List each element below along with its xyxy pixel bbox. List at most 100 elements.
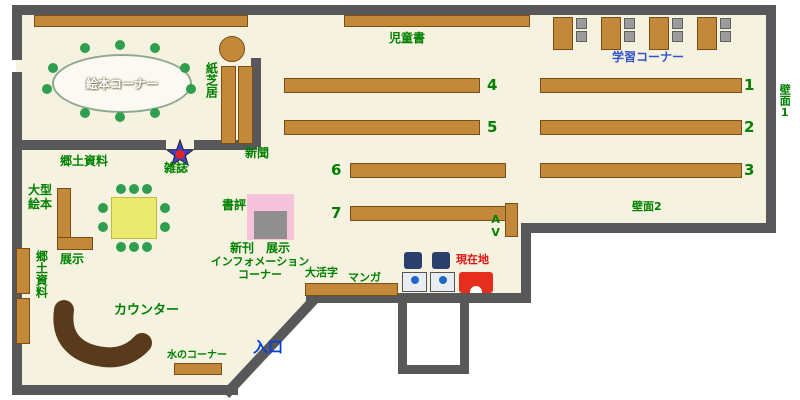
shelf-number-2: 2 — [744, 118, 755, 136]
chair-dot — [150, 108, 160, 118]
zasshi-label: 雑誌 — [164, 161, 189, 175]
shelf-number-1: 1 — [744, 76, 755, 94]
kyodo-left-label: 郷土資料 — [34, 250, 49, 298]
wall-lobby-bottom — [398, 365, 469, 374]
chair-dot — [98, 222, 108, 232]
wall-picture-room-divider-left — [12, 140, 166, 150]
daikatsuji-label: 大活字 — [305, 266, 338, 279]
manga-label: マンガ — [348, 271, 381, 284]
shelf-number-4: 4 — [487, 76, 498, 94]
chair-dot — [42, 84, 52, 94]
jidosho-label: 児童書 — [389, 31, 426, 45]
study-chair — [720, 18, 731, 29]
chair-dot — [129, 242, 139, 252]
shelf-number-3: 3 — [744, 161, 755, 179]
shelf-mizu-corner — [174, 363, 222, 375]
study-desk — [649, 17, 669, 50]
shelf-av — [505, 203, 518, 237]
chair-dot — [115, 112, 125, 122]
chair-dot — [186, 84, 196, 94]
opac-terminal — [430, 272, 455, 292]
chair-dot — [116, 184, 126, 194]
wall-picture-room-divider-right — [194, 140, 257, 150]
current-location-marker — [459, 272, 493, 293]
shelf-jidosho-top — [344, 15, 530, 27]
study-chair — [624, 18, 635, 29]
shohyo-label: 書評 — [222, 198, 247, 212]
wall-left-lower — [12, 72, 22, 395]
chair-dot — [115, 40, 125, 50]
wall-center-bottom — [306, 293, 531, 303]
shelf-row-6 — [350, 163, 506, 178]
shelf-row-3 — [540, 163, 742, 178]
study-chair — [672, 31, 683, 42]
wall-bottom — [12, 385, 238, 395]
chair-dot — [150, 43, 160, 53]
shelf-row-2 — [540, 120, 742, 135]
marker-dome — [470, 286, 482, 293]
shelf-row-4 — [284, 78, 480, 93]
study-corner-label: 学習コーナー — [612, 50, 685, 64]
wall-left-upper — [12, 5, 22, 60]
shelf-ogata-ehon — [57, 188, 71, 238]
round-stool — [219, 36, 245, 62]
shelf-number-6: 6 — [331, 161, 342, 179]
study-chair — [672, 18, 683, 29]
wall-face-1-label: 壁面1 — [778, 84, 792, 119]
terminal-chair — [404, 252, 422, 269]
study-chair — [576, 31, 587, 42]
shinkan-label: 新刊 — [230, 241, 255, 255]
shelf-picture-room-top — [34, 15, 248, 27]
av-label: AV — [489, 213, 503, 239]
kamishibai-label: 紙芝居 — [204, 62, 219, 98]
shelf-row-1 — [540, 78, 742, 93]
reading-table — [111, 197, 157, 239]
wall-top — [12, 5, 776, 15]
opac-screen — [439, 276, 447, 284]
tenji-center-label: 展示 — [266, 241, 291, 255]
shelf-tenji-left — [57, 237, 93, 250]
study-desk — [553, 17, 573, 50]
kyodo-top-label: 郷土資料 — [60, 154, 109, 168]
chair-dot — [160, 203, 170, 213]
entrance-label: 入口 — [253, 338, 284, 356]
shelf-daikatsuji-manga — [305, 283, 398, 296]
new-books-display — [247, 194, 294, 240]
study-chair — [720, 31, 731, 42]
counter-label: カウンター — [114, 303, 180, 318]
chair-dot — [160, 222, 170, 232]
study-chair — [624, 31, 635, 42]
opac-terminal — [402, 272, 427, 292]
wall-picture-room-divider-vertical — [251, 58, 261, 147]
chair-dot — [129, 184, 139, 194]
wall-face-2-label: 壁面2 — [632, 200, 662, 213]
shelf-number-5: 5 — [487, 118, 498, 136]
chair-dot — [142, 242, 152, 252]
shinbun-label: 新聞 — [245, 146, 270, 160]
chair-dot — [98, 203, 108, 213]
picture-book-corner-label: 絵本コーナー — [85, 77, 158, 91]
shelf-row-7 — [350, 206, 506, 221]
shelf-number-7: 7 — [331, 204, 342, 222]
opac-screen — [411, 276, 419, 284]
chair-dot — [180, 63, 190, 73]
wall-lobby-right — [460, 300, 469, 374]
chair-dot — [116, 242, 126, 252]
shelf-kyodo-1 — [16, 248, 30, 294]
display-stand — [254, 211, 287, 239]
shelf-row-5 — [284, 120, 480, 135]
information-corner-label: インフォメーション コーナー — [210, 255, 310, 282]
study-chair — [576, 18, 587, 29]
chair-dot — [142, 184, 152, 194]
wall-right — [766, 5, 776, 233]
chair-dot — [48, 63, 58, 73]
terminal-chair — [432, 252, 450, 269]
tenji-left-label: 展示 — [60, 252, 85, 266]
shelf-kamishibai-1 — [221, 66, 236, 144]
mizu-corner-label: 水のコーナー — [167, 350, 227, 361]
chair-dot — [80, 108, 90, 118]
picture-book-table: 絵本コーナー — [52, 54, 192, 113]
study-desk — [697, 17, 717, 50]
current-location-label: 現在地 — [456, 253, 489, 266]
shelf-kyodo-2 — [16, 298, 30, 344]
